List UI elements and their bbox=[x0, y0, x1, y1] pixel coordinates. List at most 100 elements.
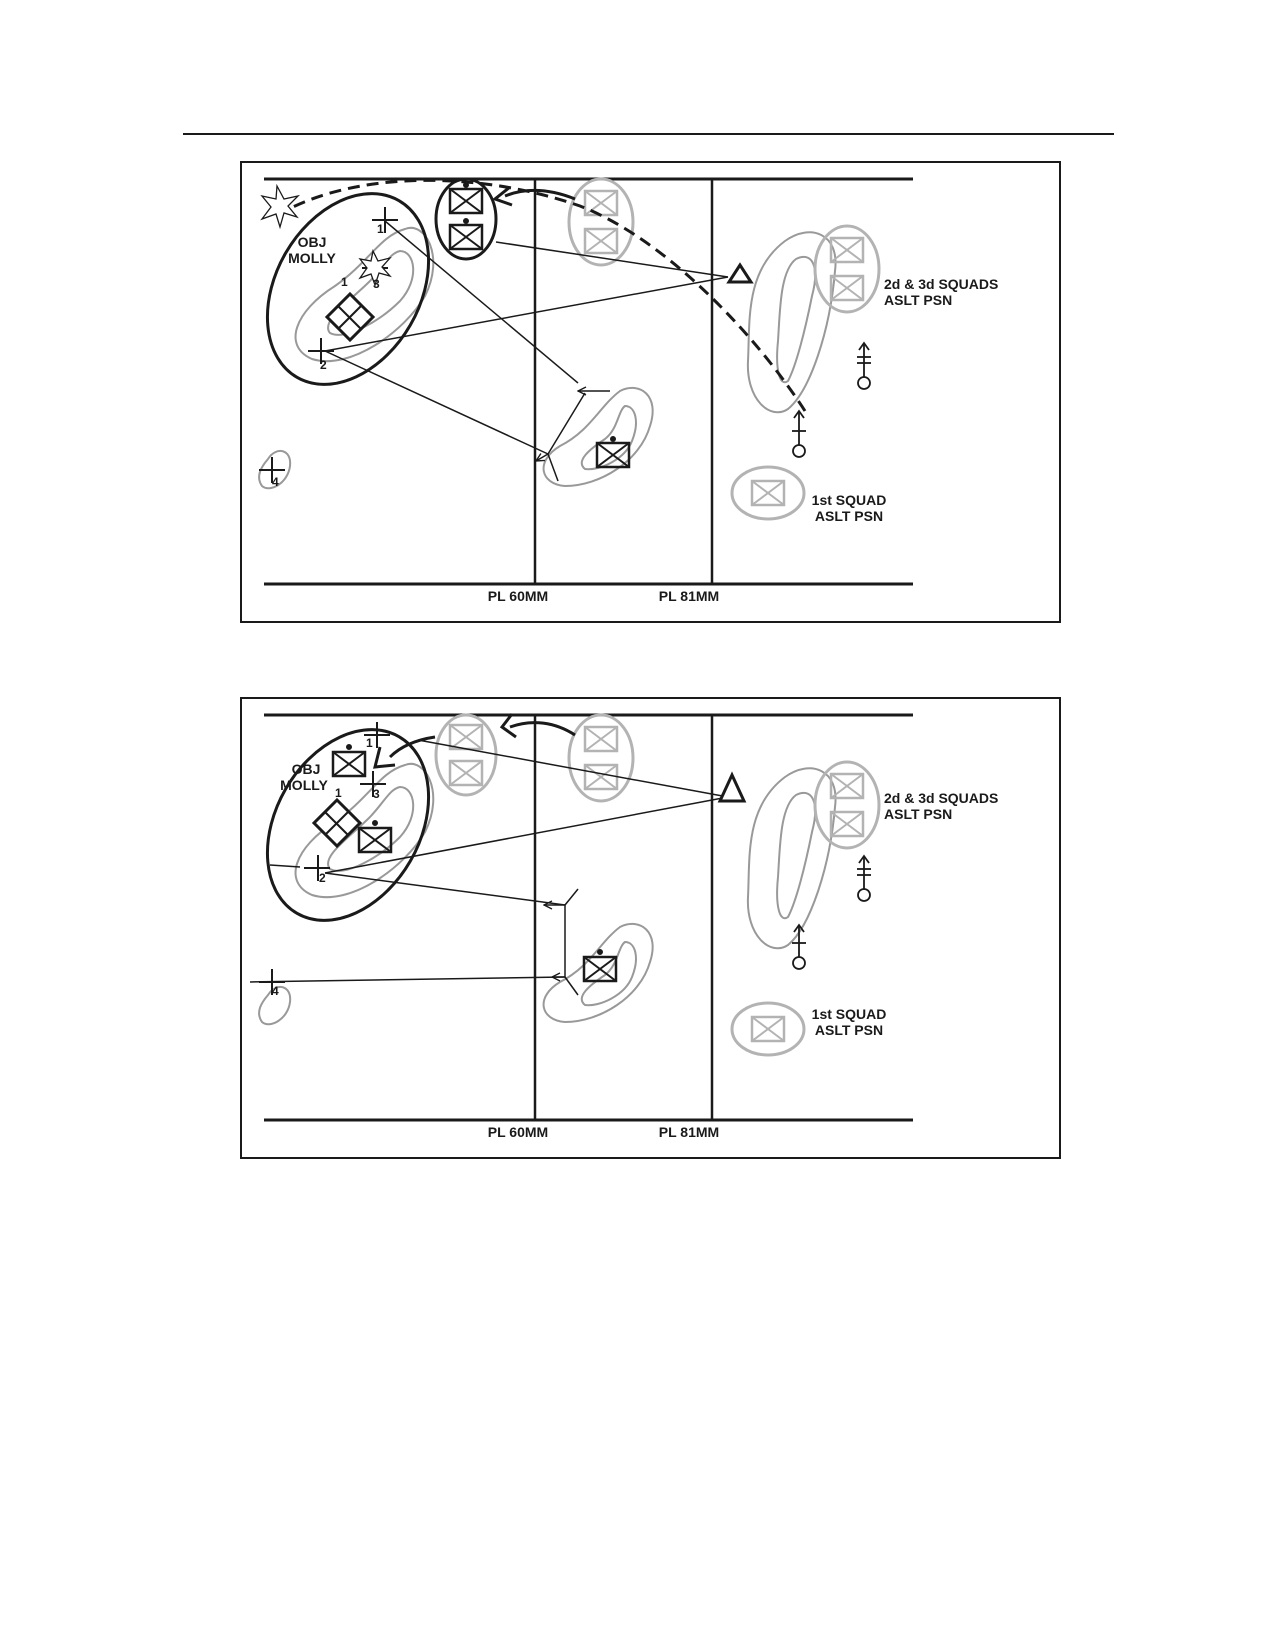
ghost-oval-1st-squad bbox=[730, 1001, 806, 1057]
target-number: 4 bbox=[272, 475, 279, 489]
ghost-oval-west bbox=[434, 713, 498, 797]
triangle-observation-post-icon bbox=[717, 771, 747, 803]
movement-arrows bbox=[373, 713, 576, 769]
ghost-unit-icon bbox=[829, 772, 865, 800]
unit-size-dot bbox=[463, 218, 469, 224]
objective-label-line1: OBJ bbox=[292, 761, 321, 777]
ghost-unit-icon bbox=[448, 759, 484, 787]
ghost-unit-icon bbox=[829, 274, 865, 302]
target-cross-icon bbox=[364, 722, 390, 748]
phase-line-label-81mm: PL 81MM bbox=[659, 588, 719, 604]
hill-east-outer bbox=[746, 231, 837, 414]
fire-lines bbox=[249, 739, 729, 996]
diagram-canvas-bottom: OBJ MOLLY 1 1 2 3 4 2d & 3d SQUADS ASLT … bbox=[240, 697, 1061, 1159]
move-arrowhead bbox=[491, 185, 513, 207]
hill-east-outer bbox=[746, 767, 837, 950]
move-arrowhead bbox=[373, 746, 396, 769]
explosion-icon bbox=[358, 249, 392, 287]
diagram-panel-bottom: OBJ MOLLY 1 1 2 3 4 2d & 3d SQUADS ASLT … bbox=[240, 697, 1061, 1159]
target-cross-icon bbox=[259, 457, 285, 483]
explosions bbox=[260, 183, 392, 287]
triangle-observation-post-icon bbox=[726, 262, 754, 284]
hill-west bbox=[258, 986, 292, 1026]
squad-label-2-3-line2: ASLT PSN bbox=[884, 292, 952, 308]
target-cross-icon bbox=[259, 969, 285, 995]
objective-label-line1: OBJ bbox=[298, 234, 327, 250]
hill-objective-outer bbox=[294, 762, 435, 899]
phase-line-label-60mm: PL 60MM bbox=[488, 588, 548, 604]
fire-line bbox=[384, 220, 579, 384]
soldiers bbox=[792, 341, 871, 458]
hill-west bbox=[258, 450, 292, 490]
fire-line bbox=[324, 350, 549, 455]
target-number: 1 bbox=[366, 736, 373, 750]
panel-labels: OBJ MOLLY 1 1 2 3 4 2d & 3d SQUADS ASLT … bbox=[272, 222, 998, 604]
ghost-unit-icon bbox=[448, 723, 484, 751]
current-units bbox=[331, 744, 618, 983]
infantry-unit-icon bbox=[595, 441, 631, 469]
move-arrowhead bbox=[499, 713, 517, 739]
fire-line bbox=[547, 392, 586, 455]
fire-line bbox=[249, 976, 566, 983]
target-cross-icon bbox=[360, 771, 386, 797]
hill-objective-outer bbox=[294, 226, 435, 363]
soldier-icon bbox=[792, 409, 806, 458]
move-arrow bbox=[504, 189, 576, 201]
hill-east-inner bbox=[776, 791, 817, 920]
unit-size-dot bbox=[610, 436, 616, 442]
target-number: 3 bbox=[373, 277, 380, 291]
ghost-oval-1st-squad bbox=[730, 465, 806, 521]
fire-line bbox=[324, 872, 566, 906]
ghost-oval-east bbox=[813, 224, 881, 314]
panel-labels: OBJ MOLLY 1 1 2 3 4 2d & 3d SQUADS ASLT … bbox=[272, 736, 998, 1140]
squad-label-2-3-line1: 2d & 3d SQUADS bbox=[884, 790, 998, 806]
position-number: 1 bbox=[341, 275, 348, 289]
hill-center-outer bbox=[542, 922, 654, 1024]
hill-center-inner bbox=[580, 940, 637, 1007]
page-top-rule bbox=[183, 133, 1114, 135]
target-cross-icon bbox=[304, 855, 330, 881]
unit-size-dot bbox=[346, 744, 352, 750]
ghost-unit-icon bbox=[583, 763, 619, 791]
phase-line-label-81mm: PL 81MM bbox=[659, 1124, 719, 1140]
target-number: 2 bbox=[320, 358, 327, 372]
fire-line bbox=[547, 453, 559, 482]
squad-label-1-line1: 1st SQUAD bbox=[812, 1006, 887, 1022]
ghost-oval-center bbox=[567, 713, 635, 803]
diamond-enemy-icon bbox=[311, 797, 363, 849]
ghost-unit-icon bbox=[829, 236, 865, 264]
ghost-oval-east bbox=[813, 760, 881, 850]
fire-lines bbox=[324, 220, 729, 482]
squad-label-1-line2: ASLT PSN bbox=[815, 1022, 883, 1038]
maneuver-route bbox=[284, 178, 807, 412]
ghost-unit-icon bbox=[583, 189, 619, 217]
panel-frame bbox=[240, 161, 1061, 623]
target-cross-icon bbox=[308, 338, 334, 364]
diamond-enemy-icon bbox=[324, 291, 376, 343]
objective-label-line2: MOLLY bbox=[280, 777, 328, 793]
squad-label-2-3-line1: 2d & 3d SQUADS bbox=[884, 276, 998, 292]
infantry-unit-icon bbox=[448, 187, 484, 215]
squad-label-1-line2: ASLT PSN bbox=[815, 508, 883, 524]
unit-oval-current bbox=[434, 177, 498, 261]
squad-label-2-3-line2: ASLT PSN bbox=[884, 806, 952, 822]
hill-center-outer bbox=[542, 386, 654, 488]
sector-arrow bbox=[536, 454, 549, 461]
target-number: 3 bbox=[373, 787, 380, 801]
ghost-unit-icon bbox=[583, 725, 619, 753]
fire-line bbox=[324, 796, 729, 874]
ghost-unit-icon bbox=[750, 1015, 786, 1043]
fire-line bbox=[564, 976, 579, 996]
hill-objective-inner bbox=[327, 785, 415, 872]
squad-label-1-line1: 1st SQUAD bbox=[812, 492, 887, 508]
objective-boundary bbox=[265, 192, 431, 386]
ghost-unit-icon bbox=[750, 479, 786, 507]
ghost-positions bbox=[567, 177, 881, 521]
infantry-unit-icon bbox=[448, 223, 484, 251]
fire-line bbox=[495, 241, 729, 278]
soldier-icon bbox=[857, 341, 871, 390]
diagram-panel-top: OBJ MOLLY 1 1 2 3 4 2d & 3d SQUADS ASLT … bbox=[240, 161, 1061, 623]
ghost-oval-center bbox=[567, 177, 635, 267]
infantry-unit-icon bbox=[331, 750, 367, 778]
target-cross-icon bbox=[372, 207, 398, 233]
